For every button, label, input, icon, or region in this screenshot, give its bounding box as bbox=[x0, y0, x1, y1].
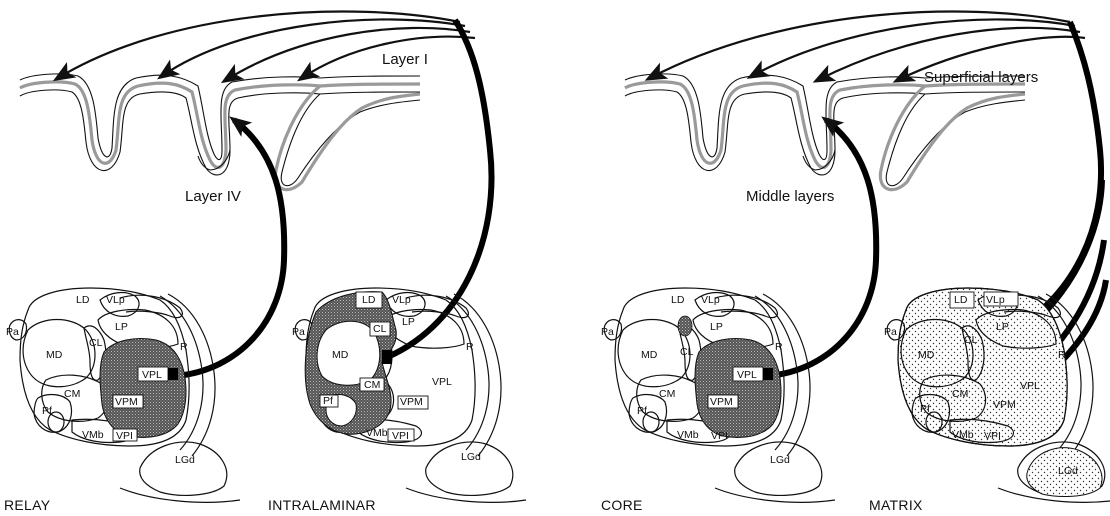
nucleus-pa: Pa bbox=[884, 326, 897, 338]
nucleus-ld: LD bbox=[954, 294, 968, 306]
nucleus-cm: CM bbox=[64, 388, 80, 400]
nucleus-vmb: VMb bbox=[677, 429, 699, 441]
nucleus-md: MD bbox=[46, 349, 63, 361]
thalamus-core: LD VLp Pa LP MD CL R VPL CM VPM Pf VMb V… bbox=[601, 288, 835, 513]
nucleus-vmb: VMb bbox=[366, 427, 388, 439]
nucleus-r: R bbox=[1058, 349, 1066, 361]
nucleus-vpm: VPM bbox=[115, 396, 138, 408]
nucleus-vmb: VMb bbox=[82, 429, 104, 441]
nucleus-r: R bbox=[180, 341, 188, 353]
nucleus-vpl: VPL bbox=[737, 369, 757, 381]
nucleus-vlp: VLp bbox=[106, 294, 125, 306]
nucleus-r: R bbox=[466, 341, 474, 353]
nucleus-vpi: VPI bbox=[984, 430, 1001, 442]
nucleus-vpm: VPM bbox=[993, 399, 1016, 411]
nucleus-lgd: LGd bbox=[461, 451, 481, 463]
nucleus-vlp: VLp bbox=[701, 294, 720, 306]
middle-layers-label: Middle layers bbox=[746, 188, 834, 205]
nucleus-cm: CM bbox=[659, 388, 675, 400]
nucleus-md: MD bbox=[918, 349, 935, 361]
nucleus-cl: CL bbox=[89, 337, 103, 349]
nucleus-pf: Pf bbox=[920, 403, 930, 415]
nucleus-vpm: VPM bbox=[400, 396, 423, 408]
nucleus-vpl: VPL bbox=[1020, 380, 1040, 392]
thalamus-relay: LD VLp Pa LP MD CL R VPL CM VPM Pf VMb V… bbox=[4, 288, 240, 513]
nucleus-lp: LP bbox=[402, 316, 415, 328]
nucleus-md: MD bbox=[332, 349, 349, 361]
nucleus-r: R bbox=[775, 341, 783, 353]
nucleus-pf: Pf bbox=[323, 395, 333, 407]
nucleus-cl: CL bbox=[373, 323, 387, 335]
nucleus-vpl: VPL bbox=[432, 376, 452, 388]
nucleus-cm: CM bbox=[952, 388, 968, 400]
nucleus-pa: Pa bbox=[601, 326, 614, 338]
nucleus-lgd: LGd bbox=[175, 454, 195, 466]
nucleus-vlp: VLp bbox=[986, 294, 1005, 306]
nucleus-vpi: VPI bbox=[116, 430, 133, 442]
nucleus-cl: CL bbox=[680, 346, 694, 358]
nucleus-vpm: VPM bbox=[710, 396, 733, 408]
superficial-layers-label: Superficial layers bbox=[924, 69, 1038, 86]
nucleus-ld: LD bbox=[76, 294, 90, 306]
nucleus-pa: Pa bbox=[292, 326, 305, 338]
caption-core: CORE bbox=[601, 497, 643, 513]
thalamus-intralaminar: LD VLp Pa CL LP MD R CM VPL VPM Pf VMb V… bbox=[268, 288, 526, 513]
caption-intralaminar: INTRALAMINAR bbox=[268, 497, 376, 513]
nucleus-lgd: LGd bbox=[1058, 465, 1078, 477]
layer-i-label: Layer I bbox=[382, 51, 428, 68]
layer-iv-label: Layer IV bbox=[185, 188, 241, 205]
nucleus-lp: LP bbox=[710, 321, 723, 333]
caption-matrix: MATRIX bbox=[869, 497, 923, 513]
nucleus-ld: LD bbox=[362, 294, 376, 306]
nucleus-lgd: LGd bbox=[770, 454, 790, 466]
nucleus-md: MD bbox=[641, 349, 658, 361]
nucleus-pa: Pa bbox=[6, 326, 19, 338]
nucleus-lp: LP bbox=[996, 321, 1009, 333]
nucleus-vpl: VPL bbox=[142, 369, 162, 381]
nucleus-cl: CL bbox=[964, 334, 978, 346]
nucleus-vmb: VMb bbox=[952, 429, 974, 441]
nucleus-vpi: VPI bbox=[392, 430, 409, 442]
right-panel: Superficial layers Middle layers LD VLp … bbox=[601, 12, 1110, 513]
left-panel: Layer I Layer IV LD VLp Pa LP MD CL R VP… bbox=[4, 12, 526, 513]
nucleus-pf: Pf bbox=[42, 405, 52, 417]
nucleus-vpi: VPI bbox=[711, 430, 728, 442]
nucleus-ld: LD bbox=[671, 294, 685, 306]
nucleus-cm: CM bbox=[364, 379, 380, 391]
nucleus-pf: Pf bbox=[637, 405, 647, 417]
nucleus-lp: LP bbox=[115, 321, 128, 333]
nucleus-vlp: VLp bbox=[392, 294, 411, 306]
caption-relay: RELAY bbox=[4, 497, 51, 513]
